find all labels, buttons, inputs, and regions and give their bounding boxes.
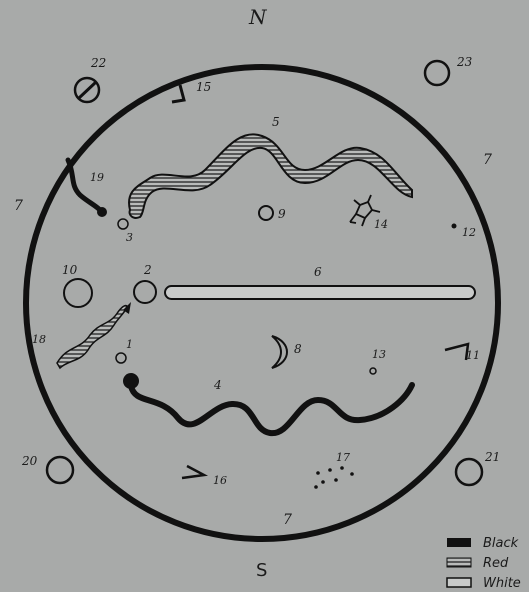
label-20: 20 — [21, 454, 38, 468]
symbol-20 — [47, 457, 73, 483]
symbol-1 — [116, 353, 126, 363]
label-14: 14 — [374, 218, 388, 231]
label-22: 22 — [90, 56, 106, 70]
label-7-right: 7 — [483, 152, 492, 168]
label-17: 17 — [336, 451, 350, 464]
label-11: 11 — [466, 349, 480, 362]
label-6: 6 — [314, 265, 322, 279]
label-7-bottom: 7 — [283, 512, 292, 528]
label-8: 8 — [294, 342, 302, 356]
label-19: 19 — [90, 171, 104, 184]
symbol-2 — [134, 281, 156, 303]
label-2: 2 — [143, 263, 152, 277]
legend-label-white: White — [483, 576, 521, 591]
black-snake-19 — [68, 160, 100, 210]
symbol-22 — [75, 78, 99, 102]
symbol-15 — [172, 85, 184, 102]
white-bar-6 — [165, 286, 475, 299]
label-5: 5 — [272, 115, 280, 129]
legend-swatch-white — [447, 578, 471, 587]
symbol-21 — [456, 459, 482, 485]
legend-label-black: Black — [483, 536, 519, 551]
legend: Black Red White — [447, 536, 521, 591]
label-15: 15 — [196, 80, 211, 94]
symbol-16 — [182, 466, 204, 478]
label-23: 23 — [456, 55, 473, 69]
label-16: 16 — [213, 474, 227, 487]
legend-swatch-black — [447, 538, 471, 547]
symbol-3 — [118, 219, 128, 229]
symbol-8 — [272, 336, 287, 368]
label-13: 13 — [372, 348, 386, 361]
label-3: 3 — [126, 231, 133, 244]
label-10: 10 — [62, 263, 78, 277]
label-4: 4 — [213, 378, 222, 392]
symbol-11 — [445, 344, 468, 360]
label-21: 21 — [484, 450, 500, 464]
legend-label-red: Red — [483, 556, 509, 571]
symbol-12 — [452, 224, 457, 229]
label-1: 1 — [126, 338, 133, 351]
label-18: 18 — [32, 333, 46, 346]
label-7-left: 7 — [14, 198, 23, 214]
north-label: N — [248, 5, 268, 29]
south-label: S — [256, 560, 267, 581]
legend-swatch-red — [447, 558, 471, 567]
symbol-23 — [425, 61, 449, 85]
black-snake-4 — [131, 385, 412, 433]
symbol-17 — [314, 466, 354, 489]
label-9: 9 — [278, 207, 286, 221]
symbol-10 — [64, 279, 92, 307]
symbol-13 — [370, 368, 376, 374]
black-snake-19-head — [97, 207, 107, 217]
symbol-9 — [259, 206, 273, 220]
label-12: 12 — [462, 226, 476, 239]
